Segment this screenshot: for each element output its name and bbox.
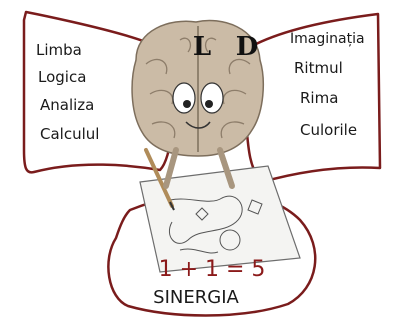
right-item-culorile: Culorile [300,121,357,139]
synergy-equation: 1 + 1 = 5 [159,257,266,282]
left-item-limba: Limba [36,41,82,59]
right-eye-icon [200,82,224,114]
brain-character [131,19,265,157]
left-item-analiza: Analiza [40,96,94,114]
right-item-rima: Rima [300,89,338,107]
left-eye-icon [172,82,196,114]
synergy-caption: SINERGIA [153,287,239,308]
drawing-paper [139,165,301,273]
pencil-icon [144,148,175,211]
right-item-imaginatia: Imaginația [290,31,365,47]
right-hemisphere-letter: D [236,32,259,62]
left-item-logica: Logica [38,68,86,86]
right-item-ritmul: Ritmul [294,59,343,77]
left-item-calculul: Calculul [40,125,99,143]
brain-legs [163,147,235,189]
left-hemisphere-letter: L [193,32,211,62]
